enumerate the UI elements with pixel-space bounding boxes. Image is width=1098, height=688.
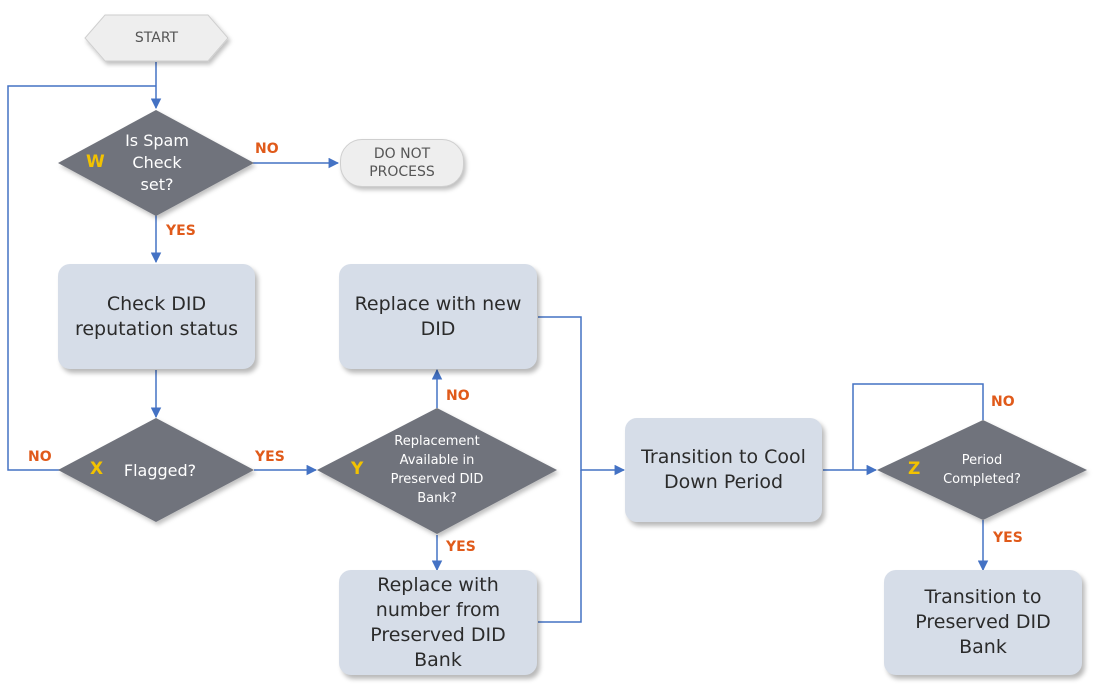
decision-x-letter: X: [90, 459, 104, 479]
decision-y-letter: Y: [351, 459, 364, 479]
label-w-no: NO: [255, 141, 279, 157]
do-not-process-label: DO NOT PROCESS: [369, 146, 435, 180]
decision-z-letter: Z: [908, 459, 921, 479]
label-x-yes: YES: [255, 449, 285, 465]
check-did-label: Check DID reputation status: [74, 292, 239, 340]
label-z-yes: YES: [993, 530, 1023, 546]
label-y-no: NO: [446, 388, 470, 404]
preserved-bank-node: Transition to Preserved DID Bank: [884, 570, 1082, 675]
replace-new-did-label: Replace with new DID: [354, 292, 522, 340]
replace-preserved-node: Replace with number from Preserved DID B…: [339, 570, 537, 675]
decision-w-shape: [58, 110, 254, 216]
decision-w-letter: W: [86, 152, 105, 172]
label-w-yes: YES: [166, 223, 196, 239]
decision-z-shape: [877, 420, 1087, 520]
decision-w-text: Is Spam Check set?: [125, 131, 189, 194]
start-shape: [84, 14, 229, 62]
preserved-bank-label: Transition to Preserved DID Bank: [915, 586, 1051, 658]
label-y-yes: YES: [446, 539, 476, 555]
replace-new-did-node: Replace with new DID: [339, 264, 537, 369]
decision-x-text: Flagged?: [123, 460, 197, 480]
decision-y-text: Replacement Available in Preserved DID B…: [390, 434, 484, 506]
connector-replace-preserved-to-cool: [538, 470, 582, 623]
start-label: START: [134, 30, 179, 46]
label-z-no: NO: [991, 394, 1015, 410]
label-x-no: NO: [28, 449, 52, 465]
cool-down-label: Transition to Cool Down Period: [641, 446, 806, 493]
connector-replace-new-to-cool: [538, 316, 626, 476]
decision-z-text: Period Completed?: [943, 453, 1021, 487]
check-did-node: Check DID reputation status: [58, 264, 255, 369]
decision-x-shape: [58, 418, 254, 522]
replace-preserved-label: Replace with number from Preserved DID B…: [370, 573, 506, 671]
decision-y-shape: [317, 408, 557, 534]
cool-down-node: Transition to Cool Down Period: [625, 418, 822, 522]
connector-x-no-loop: [7, 85, 156, 471]
do-not-process-node: DO NOT PROCESS: [340, 139, 464, 187]
connector-z-no-loop: [852, 383, 984, 470]
